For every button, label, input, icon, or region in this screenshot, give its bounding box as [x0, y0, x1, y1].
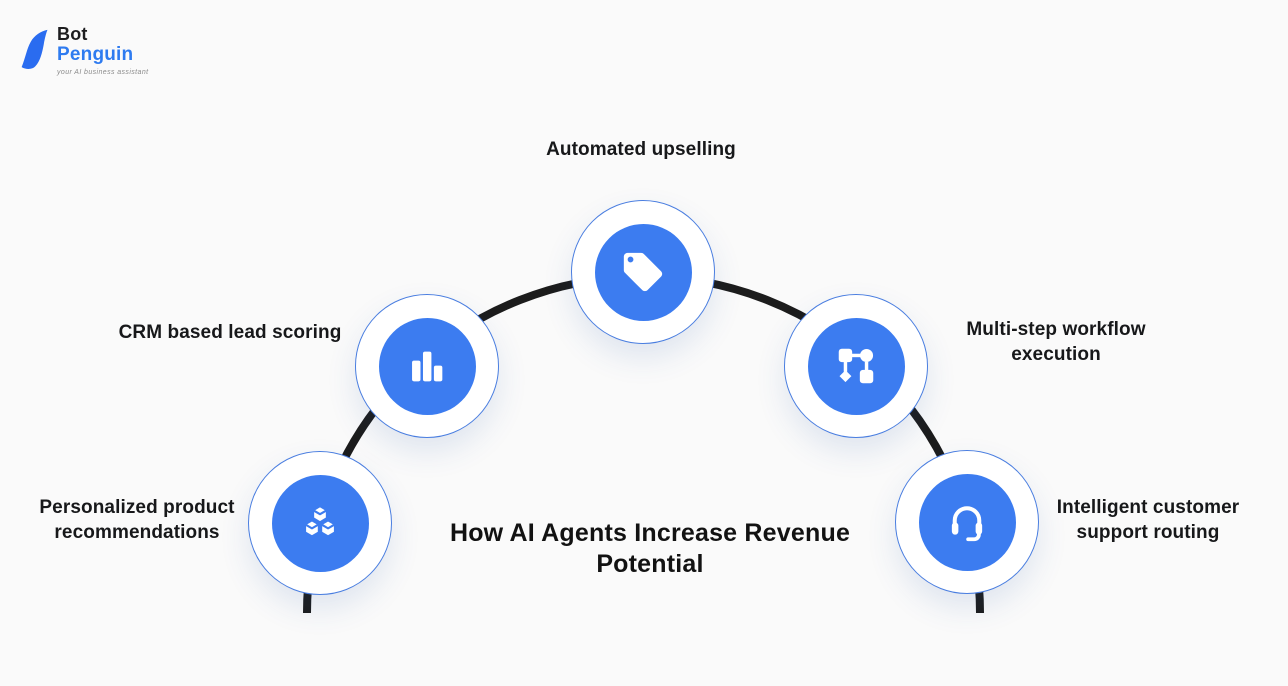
page-title-line2: Potential [596, 550, 704, 578]
brand-name-bot: Bot [57, 24, 88, 44]
label-line: Intelligent customer [1056, 497, 1240, 518]
label-line: support routing [1076, 522, 1220, 543]
node-inner-circle [271, 474, 369, 572]
cubes-icon [303, 505, 337, 538]
label-personalized-product-recommendations: Personalized product recommendations [7, 495, 267, 545]
label-line: Personalized product [39, 497, 235, 518]
label-line: CRM based lead scoring [118, 322, 342, 343]
node-inner-circle [594, 223, 692, 321]
node-inner-circle [918, 473, 1016, 571]
node-multi-step-workflow-execution [784, 294, 928, 438]
brand-name-penguin: Penguin [57, 44, 134, 65]
label-line: Multi-step workflow [966, 319, 1146, 340]
penguin-icon [21, 29, 48, 70]
brand-logo: Bot Penguin your AI business assistant [18, 24, 148, 76]
label-line: execution [1011, 344, 1101, 365]
label-multi-step-workflow-execution: Multi-step workflow execution [926, 317, 1186, 367]
label-line: recommendations [54, 522, 220, 543]
node-crm-based-lead-scoring [355, 294, 499, 438]
node-intelligent-customer-support-routing [895, 450, 1039, 594]
label-intelligent-customer-support-routing: Intelligent customer support routing [1018, 495, 1278, 545]
page-title: How AI Agents Increase Revenue Potential [400, 518, 900, 580]
label-crm-based-lead-scoring: CRM based lead scoring [70, 320, 390, 345]
brand-logo-text: Bot Penguin your AI business assistant [57, 24, 148, 76]
node-automated-upselling [571, 200, 715, 344]
node-personalized-product-recommendations [248, 451, 392, 595]
node-inner-circle [807, 317, 905, 415]
label-automated-upselling: Automated upselling [441, 137, 841, 162]
brand-tagline: your AI business assistant [57, 69, 149, 76]
workflow-icon [838, 348, 874, 384]
tag-icon [623, 252, 663, 292]
label-line: Automated upselling [546, 139, 736, 160]
headset-icon [951, 506, 983, 542]
node-inner-circle [378, 317, 476, 415]
page-title-line1: How AI Agents Increase Revenue [449, 519, 851, 547]
bar-chart-icon [412, 351, 443, 382]
